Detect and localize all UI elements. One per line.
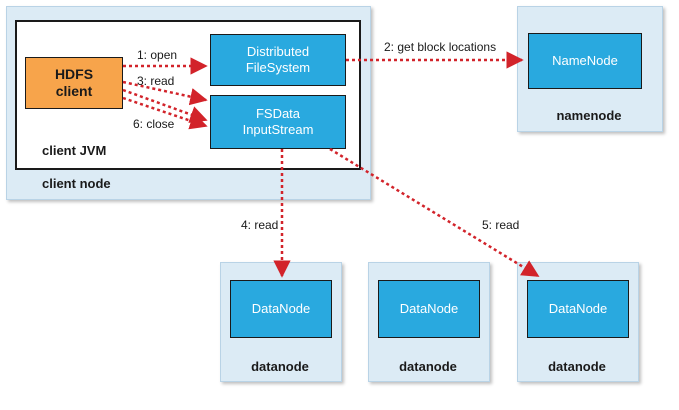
hdfs-client-line1: HDFS bbox=[54, 66, 94, 82]
arrow-label-get-block-locations: 2: get block locations bbox=[384, 40, 497, 54]
arrow-label-open: 1: open bbox=[137, 48, 178, 62]
datanode-box-1: DataNode bbox=[230, 280, 332, 338]
arrow-read3-b bbox=[122, 88, 208, 123]
namenode-host-label: namenode bbox=[556, 108, 622, 123]
fsdata-line2: InputStream bbox=[242, 122, 314, 137]
arrow-label-read3: 3: read bbox=[137, 74, 175, 88]
datanode-box-label-1: DataNode bbox=[251, 301, 311, 316]
arrow-label-read5: 5: read bbox=[482, 218, 520, 232]
datanode-box-2: DataNode bbox=[378, 280, 480, 338]
arrow-read5 bbox=[329, 147, 540, 278]
datanode-host-label-2: datanode bbox=[399, 359, 457, 374]
dfs-line2: FileSystem bbox=[245, 60, 311, 75]
datanode-host-label-3: datanode bbox=[548, 359, 606, 374]
hdfs-client-box: HDFS client bbox=[25, 57, 123, 109]
datanode-box-label-2: DataNode bbox=[399, 301, 459, 316]
arrow-label-close: 6: close bbox=[133, 117, 175, 131]
arrow-close bbox=[122, 96, 208, 130]
datanode-host-label-1: datanode bbox=[251, 359, 309, 374]
arrow-read3-a bbox=[122, 80, 208, 106]
namenode-box: NameNode bbox=[528, 33, 642, 89]
fsdata-line1: FSData bbox=[255, 106, 301, 121]
client-jvm-label: client JVM bbox=[42, 143, 107, 158]
datanode-box-3: DataNode bbox=[527, 280, 629, 338]
fsdata-inputstream-box: FSData InputStream bbox=[210, 95, 346, 149]
arrow-label-read4: 4: read bbox=[241, 218, 279, 232]
namenode-box-label: NameNode bbox=[552, 53, 618, 68]
client-node-label: client node bbox=[42, 176, 111, 191]
hdfs-client-line2: client bbox=[55, 83, 93, 99]
distributed-filesystem-box: Distributed FileSystem bbox=[210, 34, 346, 86]
dfs-line1: Distributed bbox=[246, 44, 310, 59]
datanode-box-label-3: DataNode bbox=[548, 301, 608, 316]
